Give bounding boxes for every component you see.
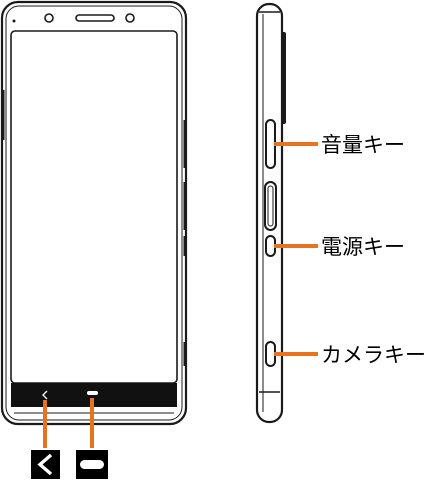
- camera-key: [265, 341, 276, 367]
- rear-camera-bump: [281, 32, 286, 124]
- nav-back-icon: [42, 390, 48, 400]
- power-key: [265, 235, 276, 257]
- back-key-legend: [31, 450, 60, 479]
- notification-led-icon: [12, 19, 16, 23]
- phone-front-view: [0, 0, 188, 426]
- screen-area: [10, 30, 178, 384]
- back-key-legend-box: [31, 450, 60, 479]
- front-sensor-icon: [44, 13, 54, 23]
- front-camera-icon: [125, 13, 135, 23]
- side-body-outline: [255, 2, 284, 424]
- phone-side-view: [255, 2, 286, 424]
- back-chevron-icon: [37, 453, 53, 476]
- power-key-label: 電源キー: [321, 235, 405, 259]
- volume-key-label: 音量キー: [321, 133, 405, 157]
- fingerprint-sensor: [264, 181, 277, 231]
- home-key-legend: [76, 450, 108, 479]
- earpiece-speaker-icon: [75, 14, 115, 22]
- fingerprint-sensor-inner: [267, 185, 274, 227]
- home-pill-icon: [80, 460, 104, 469]
- volume-key: [265, 119, 276, 169]
- camera-key-label: カメラキー: [321, 343, 426, 367]
- nav-home-icon: [87, 391, 98, 395]
